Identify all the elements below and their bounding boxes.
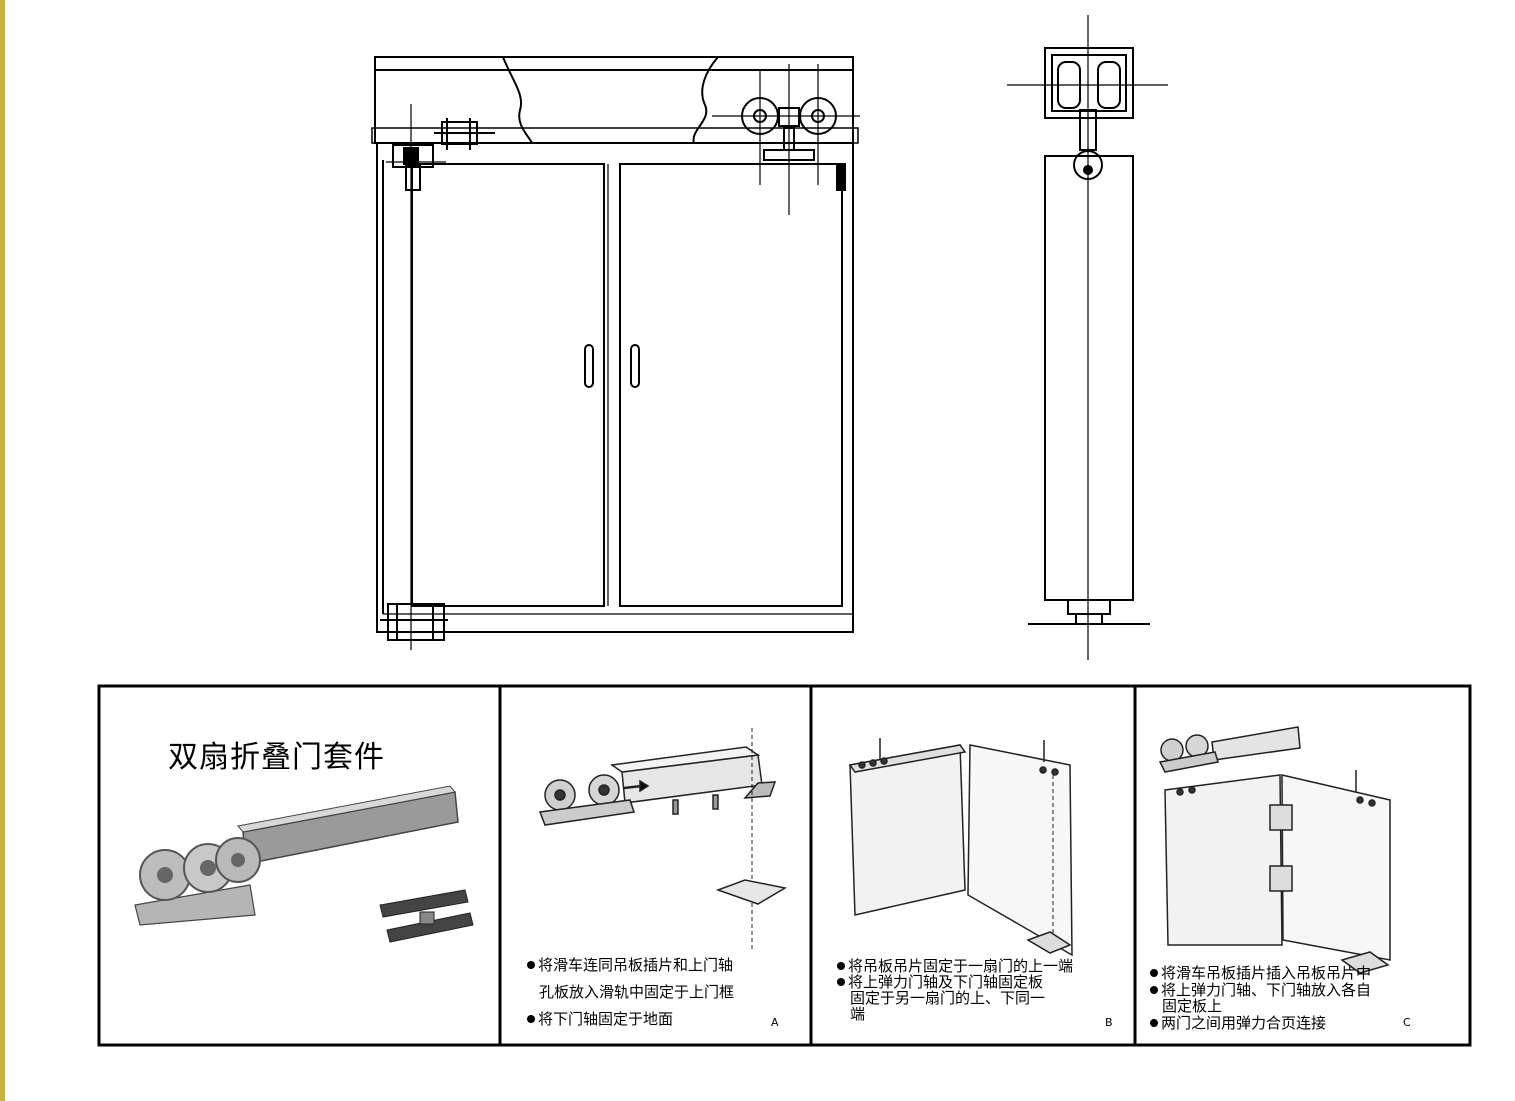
panel-b-step-2-end: 端 — [850, 1005, 866, 1023]
panel-frame — [97, 684, 1472, 1047]
panel-b-step-1: 将吊板吊片固定于一扇门的上一端 — [837, 958, 1073, 974]
panel-a-step-2: 将下门轴固定于地面 — [527, 1010, 673, 1028]
panel-a-letter: A — [771, 1016, 779, 1029]
kit-hardware-image — [134, 785, 474, 943]
panel-b-drawing — [848, 738, 1073, 957]
bullet-icon — [1150, 986, 1158, 994]
bullet-icon — [1150, 969, 1158, 977]
panel-c-letter: C — [1403, 1016, 1411, 1029]
panel-c-step-2: 将上弹力门轴、下门轴放入各自 — [1150, 982, 1371, 998]
kit-title: 双扇折叠门套件 — [168, 740, 385, 775]
panel-b-letter: B — [1105, 1016, 1113, 1029]
panel-c-step-2-cont: 固定板上 — [1162, 997, 1223, 1015]
panel-a-step-1: 将滑车连同吊板插片和上门轴 — [527, 956, 733, 974]
accent-bar — [0, 0, 5, 1101]
panel-c-step-1: 将滑车吊板插片插入吊板吊片中 — [1150, 965, 1371, 981]
bullet-icon — [527, 961, 535, 969]
panel-a-drawing — [538, 728, 788, 950]
front-elevation — [371, 56, 860, 650]
side-section — [1007, 15, 1168, 660]
panel-b-step-2-cont: 固定于另一扇门的上、下同一 — [850, 989, 1046, 1007]
panel-c-step-3: 两门之间用弹力合页连接 — [1150, 1015, 1326, 1031]
bullet-icon — [837, 962, 845, 970]
panel-a-step-1-cont: 孔板放入滑轨中固定于上门框 — [539, 983, 735, 1001]
panel-c-drawing — [1158, 726, 1391, 974]
panel-b-step-2: 将上弹力门轴及下门轴固定板 — [837, 974, 1043, 990]
bullet-icon — [527, 1015, 535, 1023]
bullet-icon — [1150, 1019, 1158, 1027]
bullet-icon — [837, 978, 845, 986]
